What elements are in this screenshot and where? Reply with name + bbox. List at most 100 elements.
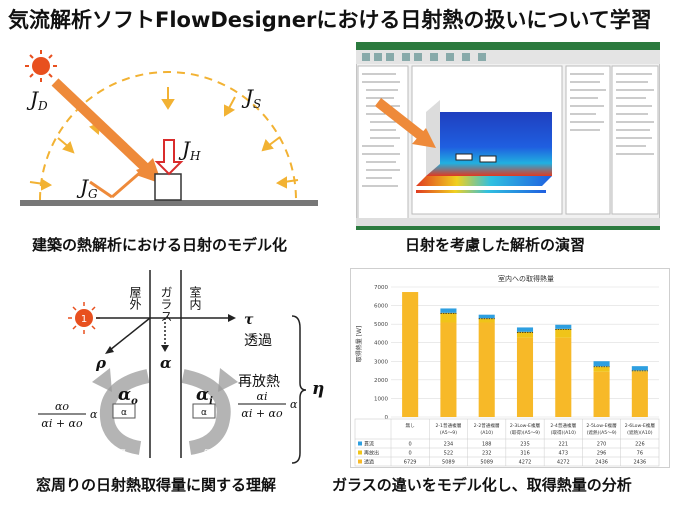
bar-segment: [402, 292, 419, 417]
legend-swatch: [358, 459, 362, 464]
bar-segment: [516, 327, 534, 332]
table-cell: 296: [597, 451, 607, 457]
inner-fraction: αi αi + αo α: [238, 390, 298, 420]
table-cell: 4272: [557, 460, 570, 466]
bar-segment: [478, 318, 495, 323]
jh-label: JH: [178, 137, 201, 163]
page-title: 気流解析ソフトFlowDesignerにおける日射熱の扱いについて学習: [8, 8, 652, 32]
data-table: [354, 418, 660, 467]
svg-text:α: α: [204, 447, 210, 457]
sun-icon: [25, 50, 57, 82]
legend-label: 再放出: [364, 450, 379, 457]
alpha-symbol: α: [160, 354, 172, 372]
alpha-i-symbol: αi: [196, 385, 213, 407]
legend-label: 透過: [364, 459, 374, 466]
category-label: 2-2普通複層: [474, 422, 500, 429]
table-cell: 4272: [519, 460, 532, 466]
bar-segment: [631, 366, 648, 371]
window-heat-diagram: 屋外 ガラス 室内 1 τ 透過 ρ α η: [0, 268, 340, 468]
bar-segment: [555, 337, 572, 417]
glass-label: ガラス: [159, 286, 173, 322]
legend-swatch: [358, 441, 362, 446]
table-cell: 6729: [404, 460, 417, 466]
bar-segment: [440, 312, 457, 323]
table-cell: 232: [482, 451, 492, 457]
exercise-caption: 日射を考慮した解析の演習: [405, 236, 586, 254]
table-cell: 270: [597, 442, 607, 448]
table-cell: 5089: [442, 460, 455, 466]
bar-segment: [516, 331, 534, 338]
table-cell: 221: [559, 442, 569, 448]
table-cell: 0: [409, 442, 412, 448]
table-cell: 2436: [633, 460, 646, 466]
category-label: (遮熱)(A10): [627, 429, 653, 436]
outer-fraction: αo αi + αo α: [38, 400, 98, 430]
category-label: 2-6Low-E複層: [625, 422, 656, 429]
bar-segment: [593, 371, 610, 417]
category-label: (取得)(A5〜9): [510, 429, 540, 436]
bar-segment: [440, 322, 457, 417]
y-tick-label: 0: [385, 415, 389, 421]
table-cell: 5089: [480, 460, 493, 466]
category-label: (遮熱)(A5〜9): [587, 429, 617, 436]
legend-label: 貫流: [364, 441, 374, 448]
inside-label: 室内: [188, 285, 202, 310]
sun-icon: 1: [68, 302, 100, 334]
table-cell: 2436: [595, 460, 608, 466]
category-label: (A5〜9): [440, 430, 457, 436]
table-cell: 76: [637, 451, 643, 457]
bar-segment: [478, 314, 495, 319]
category-label: 2-4普通複層: [550, 422, 576, 429]
alpha-o-symbol: αo: [118, 385, 138, 407]
svg-text:α: α: [90, 408, 98, 421]
table-cell: 522: [444, 451, 454, 457]
legend-swatch: [358, 450, 362, 455]
outside-label: 屋外: [128, 286, 142, 310]
y-tick-label: 7000: [374, 285, 388, 291]
chart-title: 室内への取得熱量: [498, 274, 554, 283]
category-label: 無し: [406, 422, 416, 429]
y-tick-label: 6000: [374, 304, 388, 310]
svg-text:αi + αo: αi + αo: [41, 417, 83, 430]
heat-gain-chart: 室内への取得熱量 取得熱量 [W] 0 1000 2000 3000 4000 5000 6…: [350, 268, 670, 468]
y-tick-label: 4000: [374, 341, 388, 347]
svg-text:αi: αi: [257, 390, 268, 403]
js-label: JS: [241, 85, 261, 111]
window-caption: 窓周りの日射熱取得量に関する理解: [36, 476, 277, 494]
y-tick-label: 5000: [374, 322, 388, 328]
rho-symbol: ρ: [95, 354, 107, 372]
reradiation-label: 再放熱: [238, 374, 280, 390]
table-cell: 0: [409, 451, 412, 457]
modeling-caption: 建築の熱解析における日射のモデル化: [32, 236, 288, 254]
table-cell: 235: [520, 442, 530, 448]
bar-segment: [593, 366, 610, 372]
chart-ylabel: 取得熱量 [W]: [355, 326, 363, 363]
tau-symbol: τ: [244, 312, 254, 328]
svg-text:α: α: [201, 408, 207, 418]
bar-segment: [440, 308, 457, 313]
category-label: (A10): [480, 430, 493, 436]
category-label: 2-3Low-E複層: [510, 422, 541, 429]
bar-segment: [478, 322, 495, 417]
jd-label: JD: [26, 87, 48, 113]
bar-segment: [555, 328, 572, 338]
svg-text:αo: αo: [55, 400, 69, 413]
solar-modeling-diagram: JD JS JH JG: [0, 42, 340, 227]
svg-text:1: 1: [81, 314, 87, 325]
y-tick-label: 1000: [374, 396, 388, 402]
y-tick-label: 3000: [374, 359, 388, 365]
transmission-label: 透過: [244, 333, 272, 349]
y-tick-label: 2000: [374, 378, 388, 384]
jg-label: JG: [76, 175, 98, 201]
svg-text:α: α: [120, 447, 126, 457]
bar-segment: [555, 324, 572, 329]
bar-segment: [631, 371, 648, 417]
svg-text:α: α: [121, 408, 127, 418]
table-cell: 234: [444, 442, 454, 448]
svg-text:αi + αo: αi + αo: [241, 407, 283, 420]
category-label: (取得)(A10): [551, 429, 577, 436]
table-cell: 226: [635, 442, 645, 448]
bar-segment: [593, 361, 610, 367]
eta-symbol: η: [312, 379, 324, 399]
table-cell: 316: [520, 451, 530, 457]
